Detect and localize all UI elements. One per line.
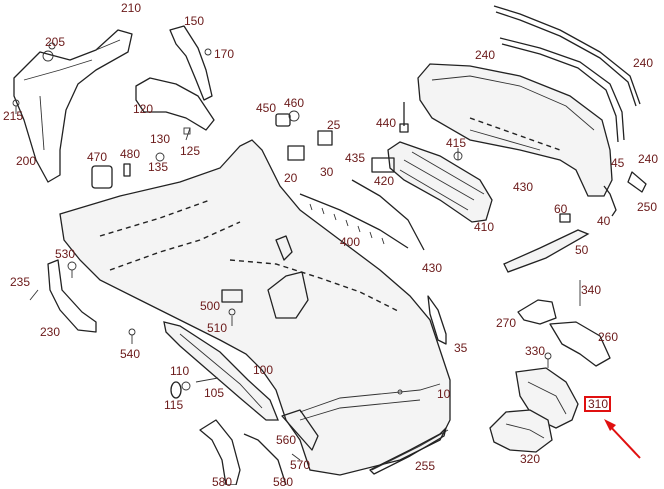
part-255-strip — [369, 427, 447, 475]
label-120: 120 — [133, 102, 154, 116]
part-400-trim — [299, 179, 425, 251]
part-430-diffuser — [417, 63, 613, 197]
label-580-a: 580 — [212, 475, 233, 489]
label-35: 35 — [454, 341, 468, 355]
highlight-arrow-icon — [604, 419, 641, 459]
part-410-420-grille — [371, 141, 493, 223]
label-415: 415 — [446, 136, 467, 150]
label-100: 100 — [253, 363, 274, 377]
part-120-bracket — [135, 77, 215, 162]
label-440: 440 — [376, 116, 397, 130]
label-430-b: 430 — [422, 261, 443, 275]
label-210: 210 — [121, 1, 142, 15]
label-270: 270 — [496, 316, 517, 330]
label-240-c: 240 — [638, 152, 659, 166]
part-10-bumper-cover — [59, 139, 451, 476]
label-470: 470 — [87, 150, 108, 164]
label-570: 570 — [290, 458, 311, 472]
part-415 — [453, 148, 463, 161]
label-320: 320 — [520, 452, 541, 466]
label-250: 250 — [637, 200, 658, 214]
label-130: 130 — [150, 132, 171, 146]
part-560-570-580 — [199, 409, 319, 485]
label-500: 500 — [200, 299, 221, 313]
label-230: 230 — [40, 325, 61, 339]
label-200: 200 — [16, 154, 37, 168]
label-40: 40 — [597, 214, 611, 228]
label-240-a: 240 — [475, 48, 496, 62]
label-115: 115 — [164, 398, 184, 412]
part-260-270-brackets — [517, 280, 611, 368]
part-center-bracket — [267, 235, 309, 319]
part-240-trim-strips — [493, 5, 641, 143]
label-460: 460 — [284, 96, 305, 110]
label-540: 540 — [120, 347, 141, 361]
label-215: 215 — [3, 109, 24, 123]
label-340: 340 — [581, 283, 602, 297]
label-435: 435 — [345, 151, 366, 165]
label-135: 135 — [148, 160, 169, 174]
label-255: 255 — [415, 459, 436, 473]
label-410: 410 — [474, 220, 495, 234]
label-125: 125 — [180, 144, 201, 158]
label-480: 480 — [120, 147, 141, 161]
label-260: 260 — [598, 330, 619, 344]
label-235: 235 — [10, 275, 31, 289]
label-30: 30 — [320, 165, 334, 179]
label-420: 420 — [374, 174, 395, 188]
label-580-b: 580 — [273, 475, 294, 489]
label-450: 450 — [256, 101, 277, 115]
part-450-460-clips — [275, 110, 333, 161]
part-250 — [627, 171, 647, 193]
label-25: 25 — [327, 118, 341, 132]
part-500-bracket — [221, 289, 243, 326]
label-205: 205 — [45, 35, 66, 49]
label-510: 510 — [207, 321, 228, 335]
label-430-a: 430 — [513, 180, 534, 194]
part-440-screw — [399, 102, 409, 133]
label-530: 530 — [55, 247, 76, 261]
part-100-side-bracket — [163, 321, 279, 421]
label-50: 50 — [575, 243, 589, 257]
part-200-bracket — [12, 29, 133, 183]
label-60: 60 — [554, 202, 568, 216]
label-330: 330 — [525, 344, 546, 358]
part-150-bracket — [169, 25, 213, 101]
part-105-110-115 — [170, 377, 219, 399]
label-240-b: 240 — [633, 56, 654, 70]
label-560: 560 — [276, 433, 297, 447]
label-10: 10 — [437, 387, 451, 401]
label-170: 170 — [214, 47, 235, 61]
label-110: 110 — [170, 364, 190, 378]
part-35-side-trim — [427, 295, 447, 345]
highlight-box-310[interactable]: 310 — [584, 396, 611, 412]
part-310-320-reflector — [489, 367, 579, 453]
label-400: 400 — [340, 235, 361, 249]
label-20: 20 — [284, 171, 298, 185]
part-470-480 — [91, 163, 131, 189]
label-150: 150 — [184, 14, 205, 28]
part-50-60-trim — [503, 185, 617, 273]
label-45: 45 — [611, 156, 625, 170]
label-105: 105 — [204, 386, 225, 400]
part-230-bracket — [29, 259, 136, 344]
